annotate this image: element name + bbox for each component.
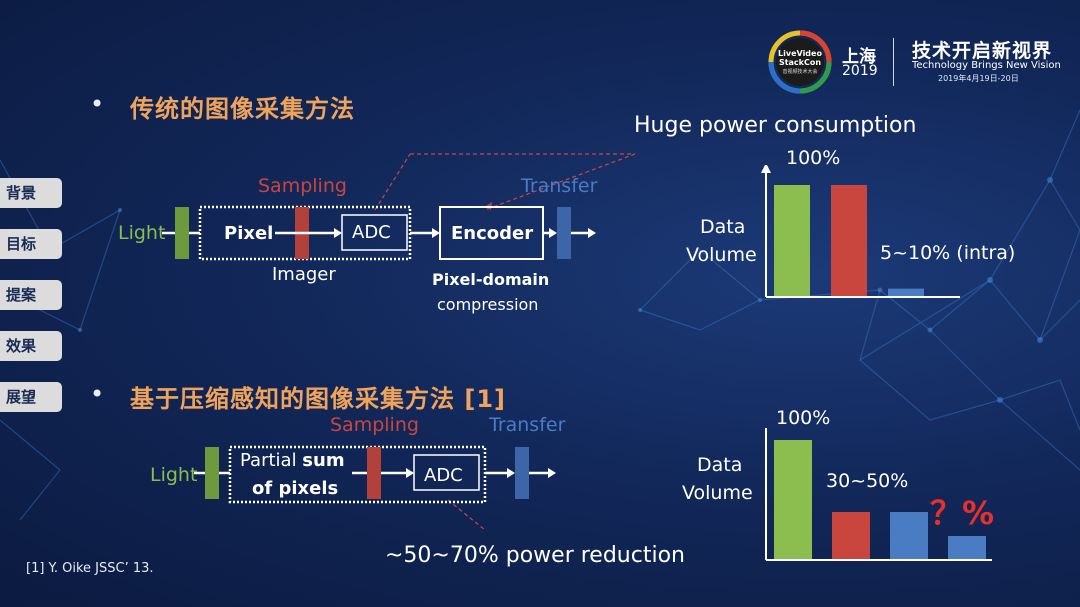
header-divider: [893, 38, 894, 86]
section2-sampling-label: Sampling: [330, 414, 419, 436]
chart1-y-axis-arrow: [761, 165, 771, 173]
chart2-bar-1: [774, 440, 812, 560]
header-slogan: 技术开启新视界: [912, 40, 1053, 62]
section1-light-label: Light: [118, 222, 166, 244]
partial-text: Partial: [240, 450, 303, 471]
bullet-1: •: [90, 90, 105, 118]
chart1-bar-1: [774, 185, 810, 297]
section1-adc-label: ADC: [352, 222, 391, 243]
section2-partial-line2: of pixels: [252, 478, 339, 499]
sidebar-item-proposal[interactable]: 提案: [0, 280, 62, 310]
section1-callout: Huge power consumption: [634, 113, 917, 138]
sidebar-item-effect[interactable]: 效果: [0, 331, 62, 361]
partial-sum-text: sum: [302, 450, 345, 471]
chart2-label-mid: 30~50%: [826, 470, 909, 492]
chart2-ylabel-line1: Data: [697, 454, 743, 476]
sidebar-item-goal[interactable]: 目标: [0, 229, 62, 259]
logo-line-3: 音视频技术大会: [782, 68, 817, 75]
section1-encoder-label: Encoder: [451, 223, 534, 244]
header-year: 2019: [842, 63, 878, 79]
conference-logo: LiveVideo StackCon 音视频技术大会: [768, 30, 832, 94]
section2-diagram: [194, 445, 556, 530]
section1-imager-label: Imager: [272, 264, 336, 285]
section1-sampling-label: Sampling: [258, 175, 347, 197]
section2-heading: 基于压缩感知的图像采集方法 [1]: [130, 385, 506, 413]
chart2-bar-3: [890, 512, 928, 560]
section1-compression: compression: [437, 295, 539, 314]
section1-chart: [761, 165, 960, 298]
chart1-label-intra: 5~10% (intra): [880, 242, 1016, 264]
section1-transfer-label: Transfer: [521, 175, 598, 197]
section2-partial-line1: Partial sum: [240, 450, 345, 471]
bullet-2: •: [90, 380, 105, 408]
logo-line-2: StackCon: [779, 58, 821, 67]
section2-chart: [765, 428, 992, 561]
chart2-bar-2: [832, 512, 870, 560]
chart1-bar-3: [888, 288, 924, 297]
sidebar-item-outlook[interactable]: 展望: [0, 382, 62, 412]
header-date: 2019年4月19日-20日: [938, 74, 1019, 83]
chart1-ylabel-line1: Data: [700, 216, 746, 238]
section2-adc-label: ADC: [424, 465, 463, 486]
chart2-bar-4: [948, 536, 986, 560]
section1-compression-bold: Pixel-domain: [432, 270, 550, 289]
section2-transfer-label: Transfer: [489, 414, 566, 436]
header-city: 上海: [842, 47, 876, 67]
footnote: [1] Y. Oike JSSC’ 13.: [26, 561, 154, 576]
section1-pixel-label: Pixel: [224, 223, 274, 244]
chart1-label-100: 100%: [786, 147, 841, 169]
section1-diagram: [162, 153, 636, 261]
header-slogan-en: Technology Brings New Vision: [912, 60, 1061, 71]
section2-light-label: Light: [150, 464, 198, 486]
logo-line-1: LiveVideo: [778, 49, 822, 58]
sidebar-item-background[interactable]: 背景: [0, 178, 62, 208]
section2-callout: ~50~70% power reduction: [385, 543, 685, 568]
chart2-label-100: 100%: [776, 407, 831, 429]
chart1-ylabel-line2: Volume: [686, 244, 757, 266]
chart2-label-question: ？%: [930, 494, 995, 532]
chart1-bar-2: [831, 185, 867, 297]
chart2-ylabel-line2: Volume: [682, 482, 753, 504]
section1-heading: 传统的图像采集方法: [130, 95, 355, 123]
